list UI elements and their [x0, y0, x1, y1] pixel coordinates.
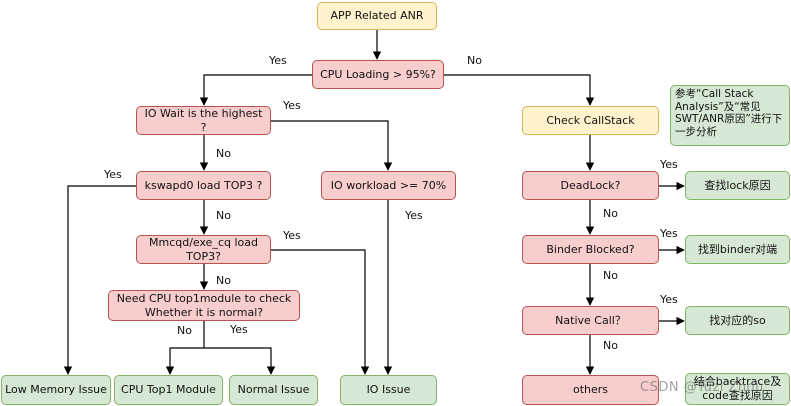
label-io-wait-yes: Yes [283, 99, 301, 112]
label-binder-yes: Yes [660, 227, 678, 240]
edge-io-wait-yes [271, 120, 393, 171]
label-native-yes: Yes [660, 293, 678, 306]
node-check-callstack: Check CallStack [522, 106, 659, 135]
edge-kswapd0-yes [63, 185, 136, 375]
node-deadlock: DeadLock? [522, 171, 659, 200]
edge-cpu-yes [199, 74, 312, 106]
node-kswapd0: kswapd0 load TOP3 ? [136, 171, 271, 200]
label-mmcqd-yes: Yes [283, 229, 301, 242]
watermark: CSDN @Tuzi Zhou [640, 380, 764, 395]
label-kswapd0-no: No [216, 209, 231, 222]
node-normal-issue: Normal Issue [229, 375, 318, 405]
node-native-call: Native Call？ [522, 306, 659, 335]
node-analysis-note: 参考“Call Stack Analysis”及“常见SWT/ANR原因”进行下… [670, 85, 790, 146]
node-mmcqd: Mmcqd/exe_cq load TOP3? [136, 235, 271, 264]
label-deadlock-yes: Yes [660, 158, 678, 171]
label-need-cpu-no: No [177, 324, 192, 337]
node-find-lock: 查找lock原因 [685, 171, 790, 200]
node-find-so: 找对应的so [685, 306, 790, 335]
node-cpu-loading: CPU Loading > 95%? [312, 60, 444, 89]
node-app-related-anr: APP Related ANR [317, 2, 437, 30]
node-others: others [522, 375, 659, 405]
edge-need-cpu-no [165, 347, 204, 375]
node-low-memory-issue: Low Memory Issue [1, 375, 111, 405]
node-io-wait: IO Wait is the highest ? [136, 106, 271, 135]
node-io-issue: IO Issue [340, 375, 437, 405]
node-find-binder: 找到binder对端 [685, 235, 790, 264]
label-cpu-no: No [467, 54, 482, 67]
label-mmcqd-no: No [216, 274, 231, 287]
label-io-wait-no: No [216, 147, 231, 160]
node-need-cpu-check: Need CPU top1module to check Whether it … [108, 290, 300, 321]
label-kswapd0-yes: Yes [104, 168, 122, 181]
label-deadlock-no: No [603, 207, 618, 220]
node-cpu-top1-module: CPU Top1 Module [114, 375, 223, 405]
label-cpu-yes: Yes [269, 54, 287, 67]
label-need-cpu-yes: Yes [230, 323, 248, 336]
edge-need-cpu-yes [204, 347, 276, 375]
label-native-no: No [603, 339, 618, 352]
edge-mmcqd-yes [271, 249, 370, 375]
label-io-workload-yes: Yes [405, 209, 423, 222]
edge-cpu-no [444, 74, 595, 106]
label-binder-no: No [603, 269, 618, 282]
node-io-workload: IO workload >= 70% [321, 171, 456, 200]
node-binder-blocked: Binder Blocked? [522, 235, 659, 264]
node-combine-backtrace: 结合backtrace及code查找原因 [685, 373, 790, 405]
